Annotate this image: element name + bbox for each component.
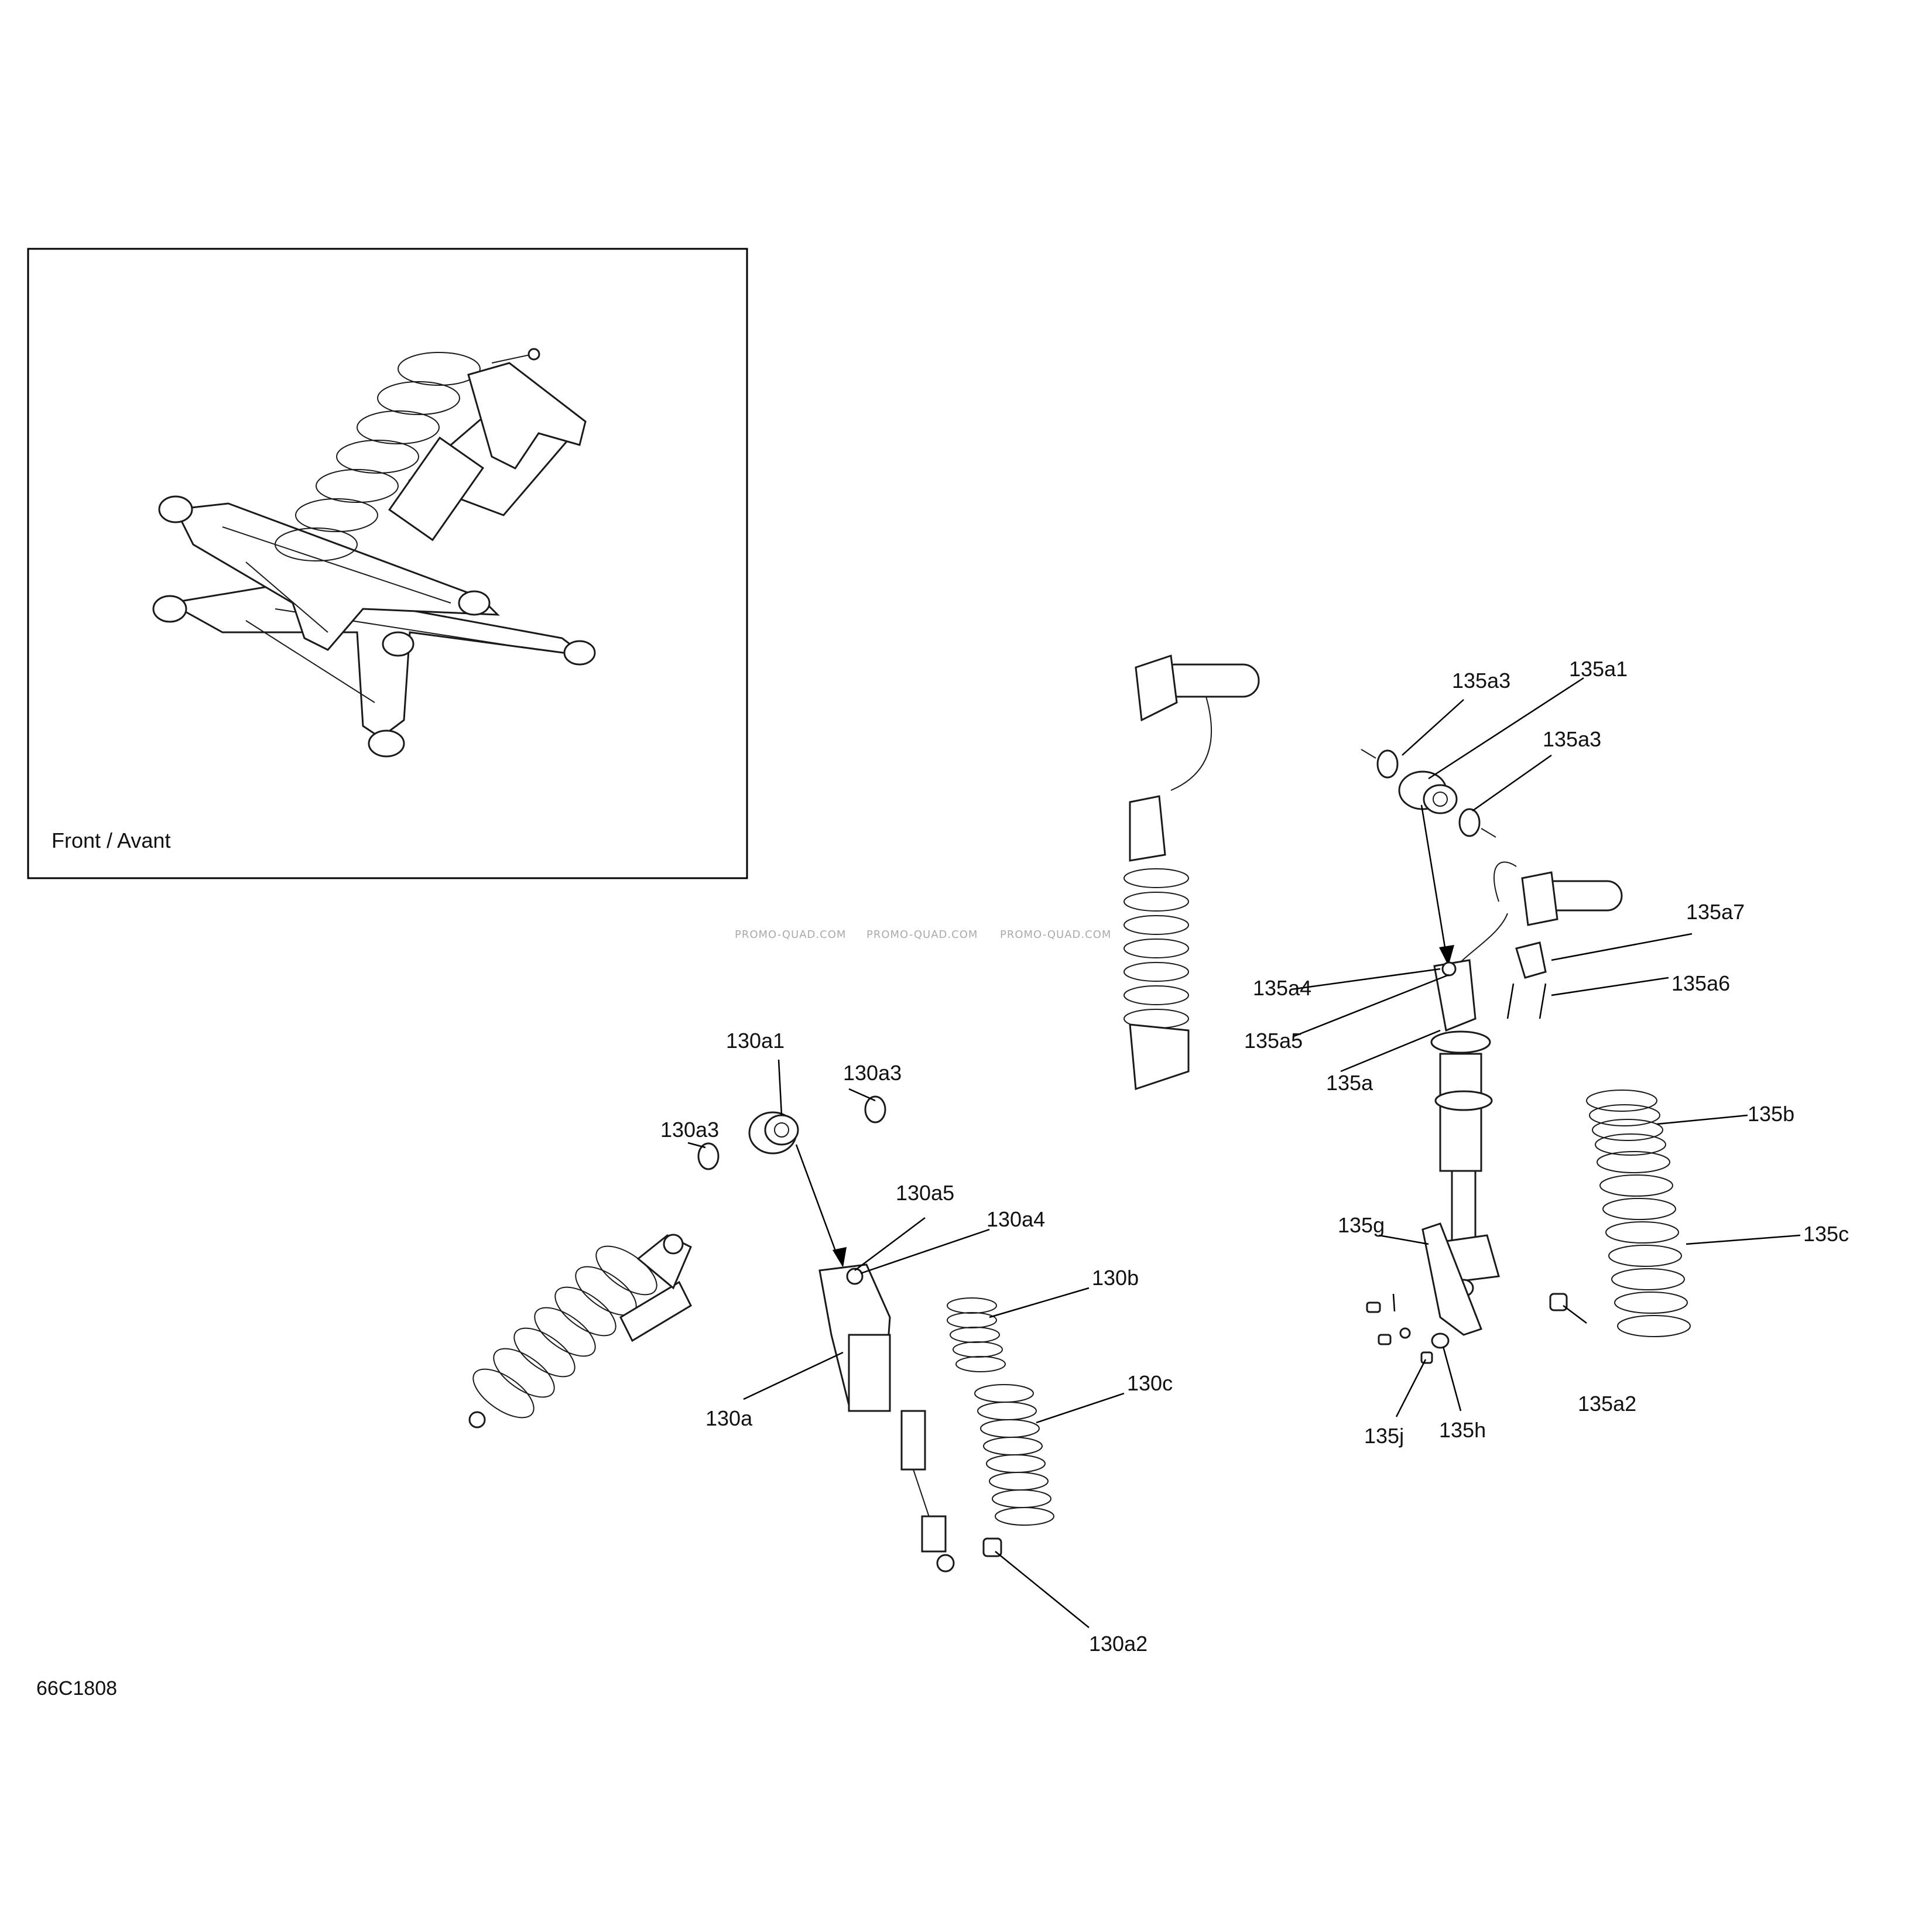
- callout-135h: 135h: [1439, 1418, 1486, 1442]
- callout-135a: 135a: [1326, 1071, 1373, 1095]
- callout-135a2: 135a2: [1578, 1392, 1636, 1416]
- callout-135a3-right: 135a3: [1543, 727, 1601, 751]
- suspension-assembly-illustration: [152, 348, 596, 758]
- watermark-text-1: PROMO-QUAD.COM: [735, 929, 846, 941]
- callout-130a3-left: 130a3: [660, 1118, 719, 1142]
- shock-135-exploded: [1361, 749, 1691, 1364]
- callout-130a1: 130a1: [726, 1029, 785, 1053]
- callout-135a3-top: 135a3: [1452, 669, 1510, 693]
- leader-lines: [687, 677, 1801, 1628]
- watermark: PROMO-QUAD.COM PROMO-QUAD.COM PROMO-QUAD…: [735, 929, 1111, 941]
- callout-130b: 130b: [1092, 1266, 1139, 1290]
- shock-130-exploded: [697, 1095, 1054, 1573]
- callout-135j: 135j: [1364, 1424, 1404, 1448]
- callout-135g: 135g: [1338, 1213, 1385, 1237]
- callout-130a3-right: 130a3: [843, 1061, 902, 1085]
- assembled-shock-left: [468, 1234, 692, 1429]
- watermark-text-2: PROMO-QUAD.COM: [866, 929, 978, 941]
- callout-130a: 130a: [705, 1406, 753, 1430]
- callout-135b: 135b: [1748, 1102, 1794, 1126]
- callout-135a7: 135a7: [1686, 900, 1745, 924]
- callout-labels: 130a1 130a3 130a3 130a5 130a4 130b 130c …: [660, 657, 1849, 1656]
- callout-135a6: 135a6: [1671, 971, 1730, 995]
- callout-135a4: 135a4: [1253, 976, 1311, 1000]
- inset-caption: Front / Avant: [52, 828, 170, 852]
- watermark-text-3: PROMO-QUAD.COM: [1000, 929, 1111, 941]
- callout-130a4: 130a4: [986, 1207, 1045, 1231]
- callout-130a5: 130a5: [896, 1181, 954, 1205]
- callout-135a1: 135a1: [1569, 657, 1628, 681]
- inset-panel: Front / Avant: [27, 248, 748, 879]
- callout-135c: 135c: [1803, 1222, 1849, 1246]
- callout-130c: 130c: [1127, 1371, 1173, 1395]
- diagram-reference-number: 66C1808: [36, 1677, 117, 1700]
- callout-130a2: 130a2: [1089, 1632, 1147, 1656]
- callout-135a5: 135a5: [1244, 1029, 1303, 1053]
- assembled-shock-upper: [1123, 654, 1260, 1091]
